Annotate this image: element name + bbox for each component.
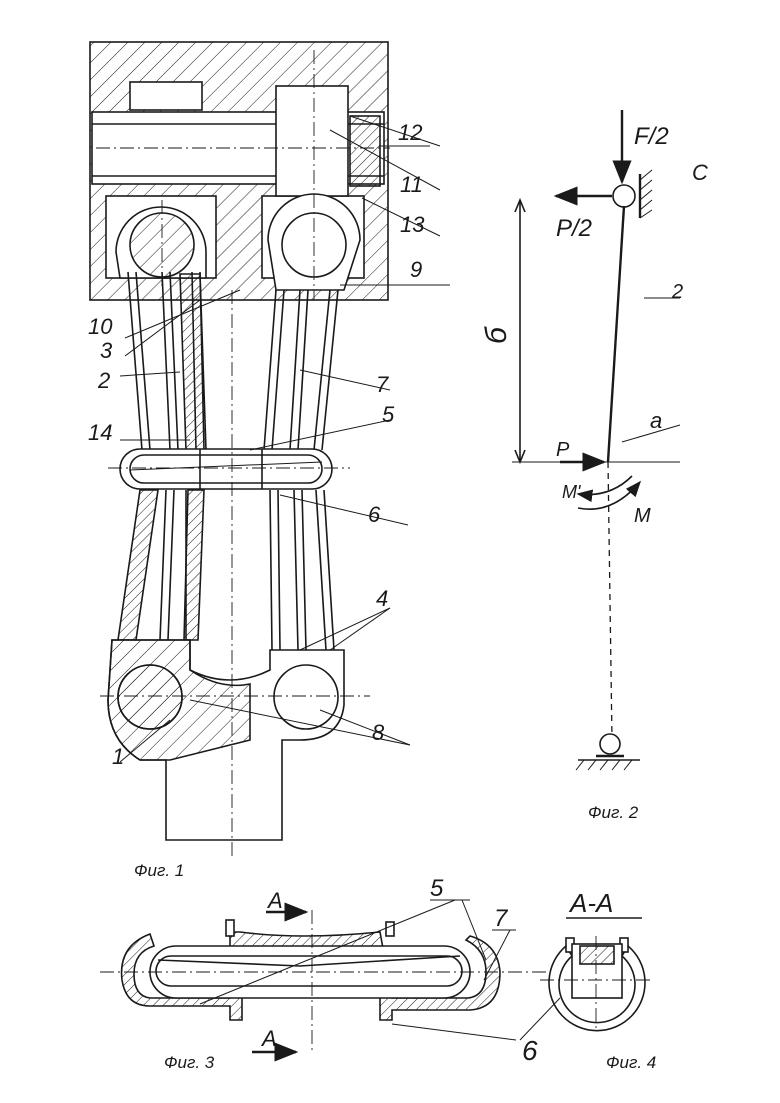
fig1-label-4: 4 [376, 586, 388, 611]
fig2-label-rod: 2 [671, 281, 683, 303]
fig2-label-force-p-half: P/2 [556, 215, 592, 242]
fig1-label-7: 7 [376, 372, 389, 397]
fig1-label-1: 1 [112, 744, 124, 769]
fig2-label-dimension: б [480, 326, 513, 344]
fig2-label-moment: M [634, 505, 651, 527]
fig2-caption: Фиг. 2 [588, 803, 639, 822]
fig4-title: А-А [568, 888, 613, 918]
figure-2: F/2 C P/2 б 2 a P M' M Фиг. 2 [480, 110, 708, 822]
fig4-label-6: 6 [522, 1035, 538, 1066]
fig1-label-12: 12 [398, 120, 422, 145]
middle-clamp [120, 449, 332, 489]
fig3-section-label-bottom: А [260, 1026, 277, 1051]
lower-rods [118, 490, 334, 650]
fig1-label-9: 9 [410, 257, 422, 282]
bottom-support [600, 734, 620, 754]
figure-4: А-А 6 Фиг. 4 [520, 888, 656, 1072]
fig1-label-3: 3 [100, 338, 113, 363]
bottom-base [108, 640, 344, 840]
fig1-caption: Фиг. 1 [134, 861, 184, 880]
fig1-label-6: 6 [368, 502, 381, 527]
fig3-caption: Фиг. 3 [164, 1053, 215, 1072]
fig1-label-13: 13 [400, 212, 425, 237]
fig4-caption: Фиг. 4 [606, 1053, 656, 1072]
fig1-label-10: 10 [88, 314, 113, 339]
fig2-label-moment-prime: M' [562, 482, 581, 502]
rod-deflected [608, 462, 612, 740]
fig2-label-point-a: a [650, 408, 662, 433]
fig1-label-8: 8 [372, 720, 385, 745]
fig1-label-14: 14 [88, 420, 112, 445]
fig2-label-force-f: F/2 [634, 123, 669, 150]
fig1-label-5: 5 [382, 402, 395, 427]
fig3-section-label-top: А [266, 888, 283, 913]
figure-3: А А 5 7 Фиг. 3 [100, 875, 560, 1072]
fig1-label-11: 11 [400, 172, 423, 197]
fig1-label-2: 2 [97, 368, 110, 393]
fig2-label-force-p: P [556, 439, 570, 461]
support-c-roller [613, 185, 635, 207]
moment-m-prime-arc [578, 476, 632, 495]
rod-2 [608, 206, 624, 462]
fig3-label-5: 5 [430, 875, 444, 902]
figure-1: 12 11 13 9 10 3 2 7 5 14 6 4 8 1 Фиг. 1 [88, 42, 450, 880]
fig3-label-7: 7 [494, 905, 509, 932]
fig2-label-support-c: C [692, 160, 708, 185]
